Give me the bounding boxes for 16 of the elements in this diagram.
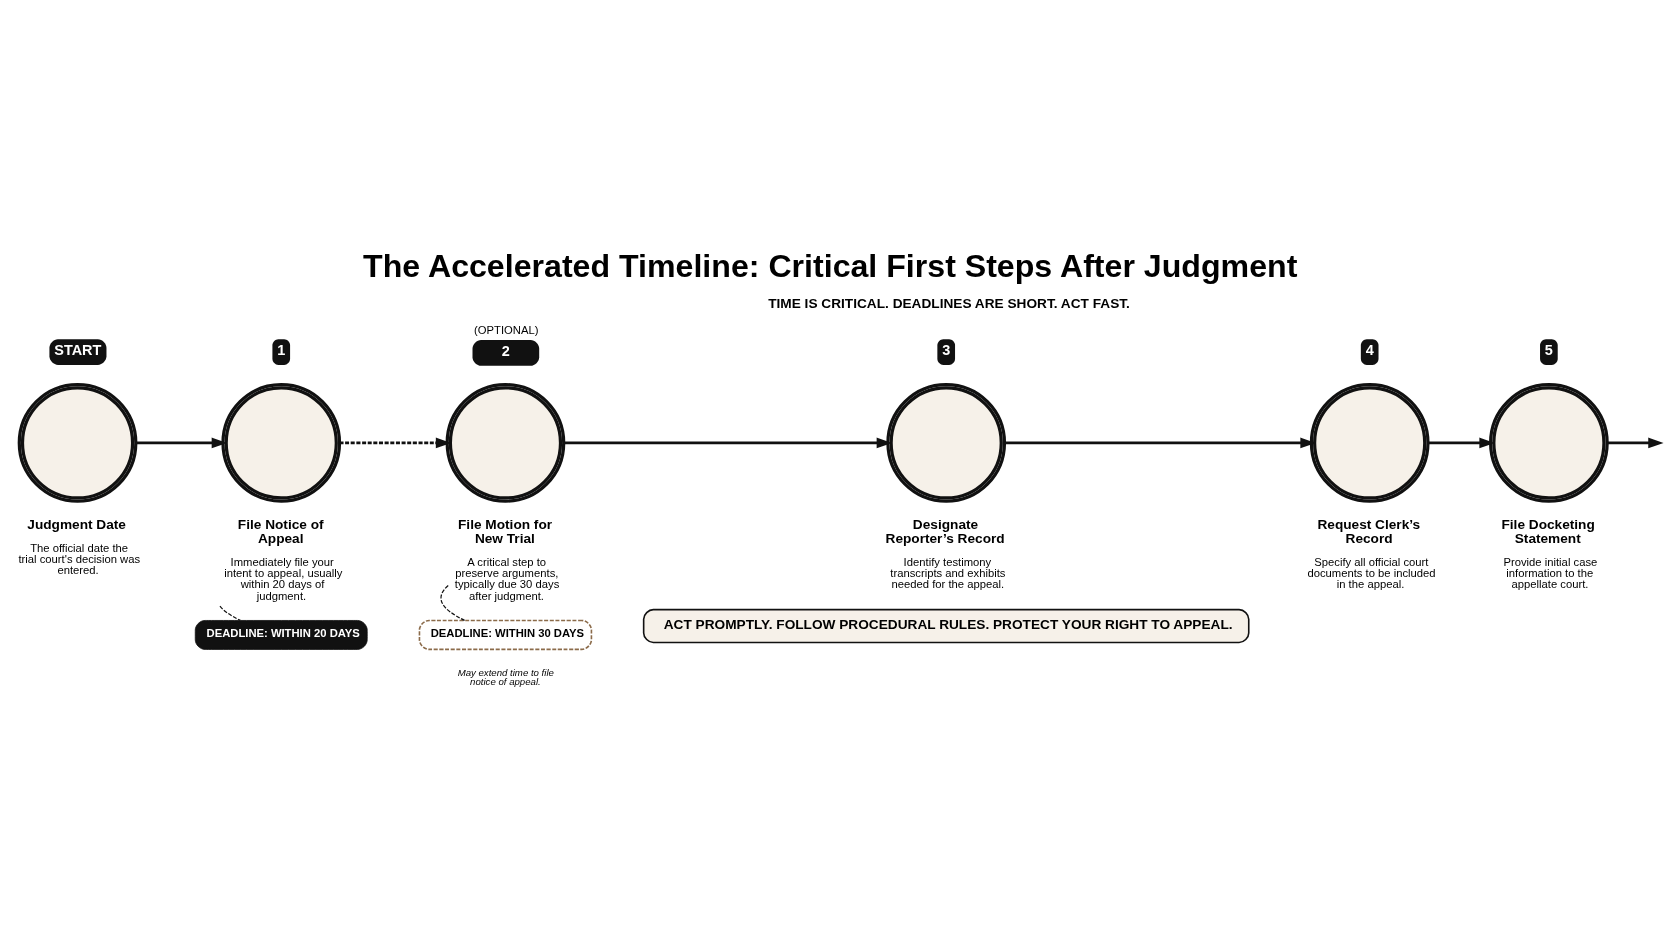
node-text: File Motion for New Trial A critical step to preserve arguments, typically due 30 days after judgment. xyxy=(454,516,560,602)
node-text: File Notice of Appeal Immediately file your intent to appeal, usually within 20 days of judgment. xyxy=(224,516,343,602)
node-label: May extend time to file notice of appeal. xyxy=(457,666,554,687)
node-label: 1 xyxy=(277,341,286,358)
node-text: Designate Reporter’s Record Identify testimony transcripts and exhibits needed for the appeal. xyxy=(885,516,1006,590)
node-label: (OPTIONAL) xyxy=(474,323,539,336)
node-text: File Docketing Statement Provide initial case information to the appellate court. xyxy=(1501,516,1598,590)
node-label: 2 xyxy=(501,342,510,359)
node-label: START xyxy=(54,341,102,358)
node-text: Judgment Date The official date the trial court's decision was entered. xyxy=(18,516,141,576)
node-label: 4 xyxy=(1365,341,1374,358)
node-text: Request Clerk’s Record Specify all official court documents to be included in the appeal. xyxy=(1307,516,1436,590)
label: TIME IS CRITICAL. DEADLINES ARE SHORT. ACT FAST. xyxy=(768,295,1130,311)
node-label: 3 xyxy=(942,341,951,358)
node-label: 5 xyxy=(1544,341,1553,358)
diagram-title: The Accelerated Timeline: Critical First Steps After Judgment xyxy=(363,247,1298,284)
